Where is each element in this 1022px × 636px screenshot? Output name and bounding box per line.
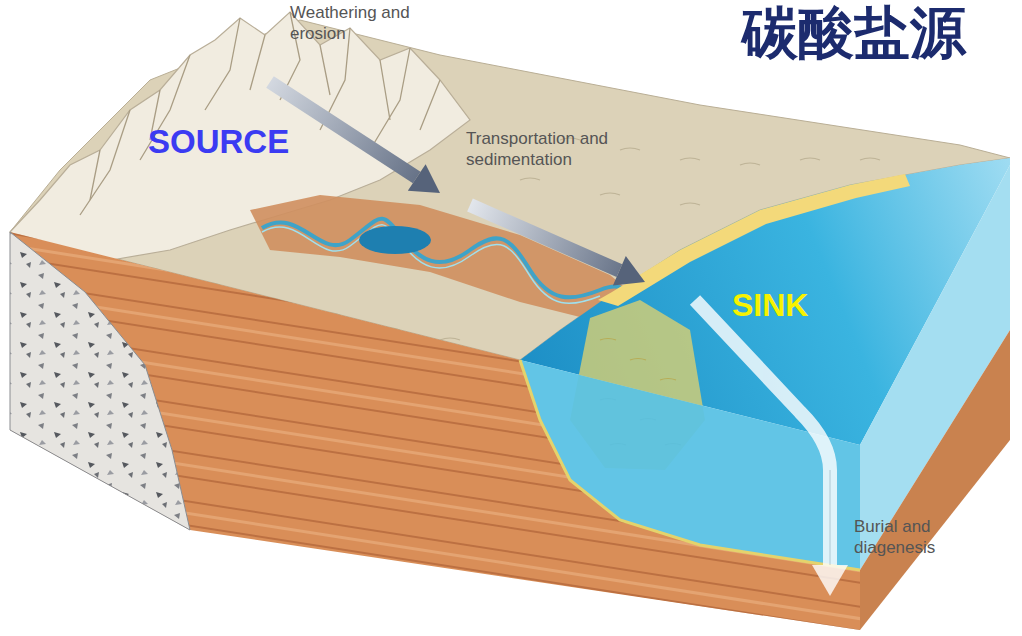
meandering-river <box>262 219 640 312</box>
process-label: Weathering and erosion <box>290 2 435 45</box>
weathering-arrow <box>270 82 440 193</box>
sediment-strata <box>0 200 1022 636</box>
burial-arrow <box>695 300 848 596</box>
shelf-profile <box>520 360 860 570</box>
beach <box>598 174 910 306</box>
strata-right-face <box>860 330 1010 630</box>
source-label: SOURCE <box>148 124 348 160</box>
bedrock-face <box>10 232 190 530</box>
floodplain <box>250 195 640 322</box>
chinese-title: 碳酸盐源 <box>742 2 1012 64</box>
water-front-face <box>520 360 860 570</box>
lake <box>359 226 431 254</box>
sink-label: SINK <box>732 288 852 323</box>
process-label: Transportation and sedimentation <box>466 128 641 171</box>
process-label: Burial and diagenesis <box>854 516 974 559</box>
transport-arrow <box>470 205 645 285</box>
mountain-ridges <box>80 12 440 215</box>
